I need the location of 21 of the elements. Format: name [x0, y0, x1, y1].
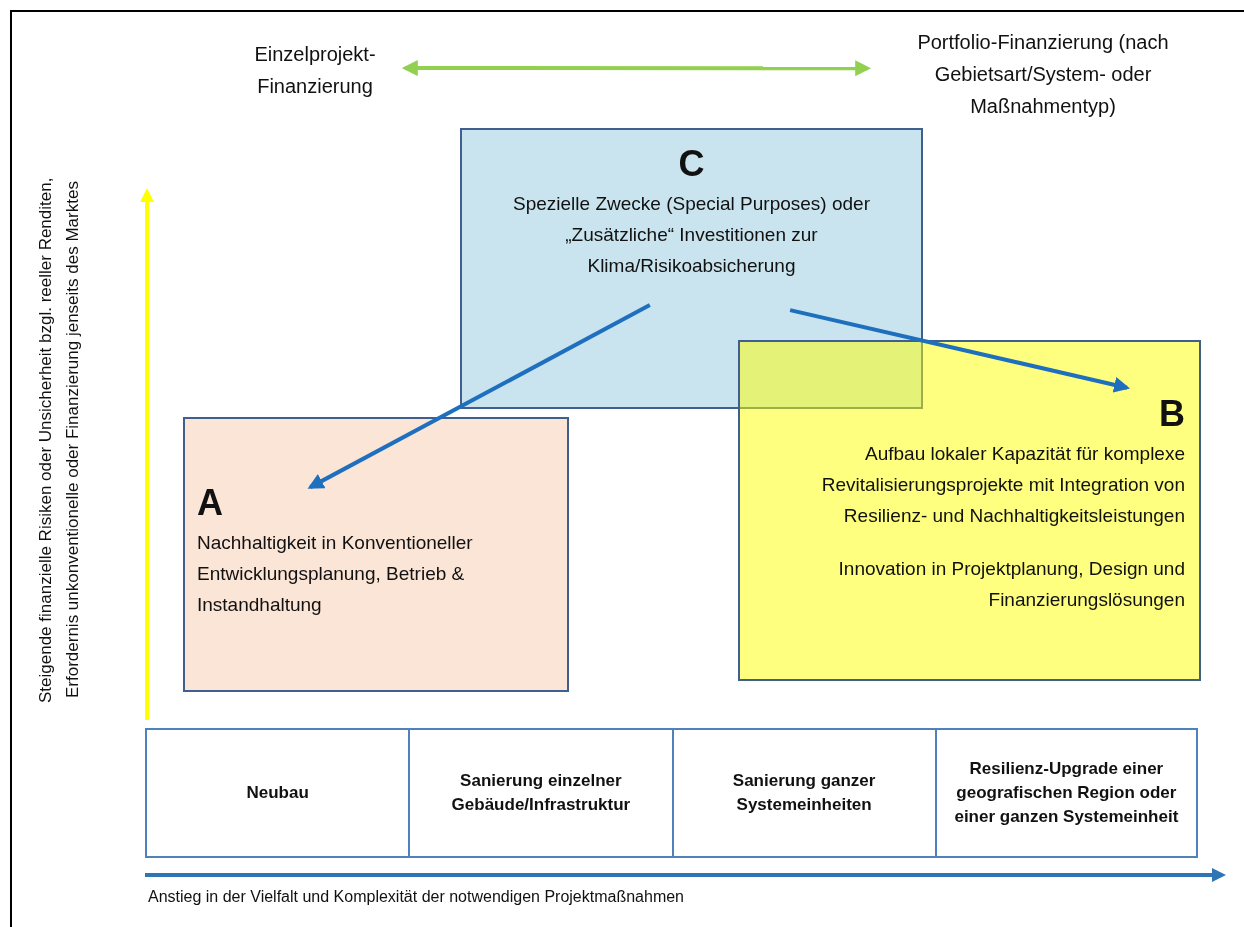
description-text: Aufbau lokaler Kapazität für komplexe Revitalisierungsprojekte mit Integration von Resilienz- und Nachhaltigkeitsleistungen	[820, 442, 1185, 528]
description-text: Innovation in Projektplanung, Design und Finanzierungslösungen	[837, 557, 1185, 612]
description-text: Nachhaltigkeit in Konventioneller Entwicklungsplanung, Betrieb & Instandhaltung	[197, 531, 474, 617]
category-box	[460, 128, 923, 409]
table-cell: Neubau	[145, 728, 411, 858]
heading-text: Portfolio-Finanzierung (nach Gebietsart/System- oder Maßnahmentyp)	[916, 30, 1170, 119]
table-cell: Sanierung einzelner Gebäude/Infrastruktur	[408, 728, 674, 858]
arrow	[789, 308, 1131, 393]
heading-text: Einzelprojekt-Finanzierung	[253, 42, 377, 99]
description-text: Spezielle Zwecke (Special Purposes) oder „Zusätzliche“ Investitionen zur Klima/Risikoabsicherung	[512, 192, 871, 278]
axis-label: Steigende finanzielle Risiken oder Unsicherheit bzgl. reeller Renditen, Erfordernis unkonventionelle oder Finanzierung jenseits des Marktes	[35, 176, 83, 705]
category-box	[738, 340, 1201, 681]
category-letter: A	[197, 483, 224, 523]
arrow	[401, 60, 872, 77]
table-cell: Resilienz-Upgrade einer geografischen Region oder einer ganzen Systemeinheit	[934, 728, 1198, 858]
category-box	[183, 417, 569, 692]
category-letter: C	[677, 144, 706, 184]
arrow	[307, 303, 651, 489]
table-cell: Sanierung ganzer Systemeinheiten	[671, 728, 937, 858]
category-letter: B	[1158, 394, 1185, 434]
axis-label: Anstieg in der Vielfalt und Komplexität der notwendigen Projektmaßnahmen	[148, 887, 684, 907]
